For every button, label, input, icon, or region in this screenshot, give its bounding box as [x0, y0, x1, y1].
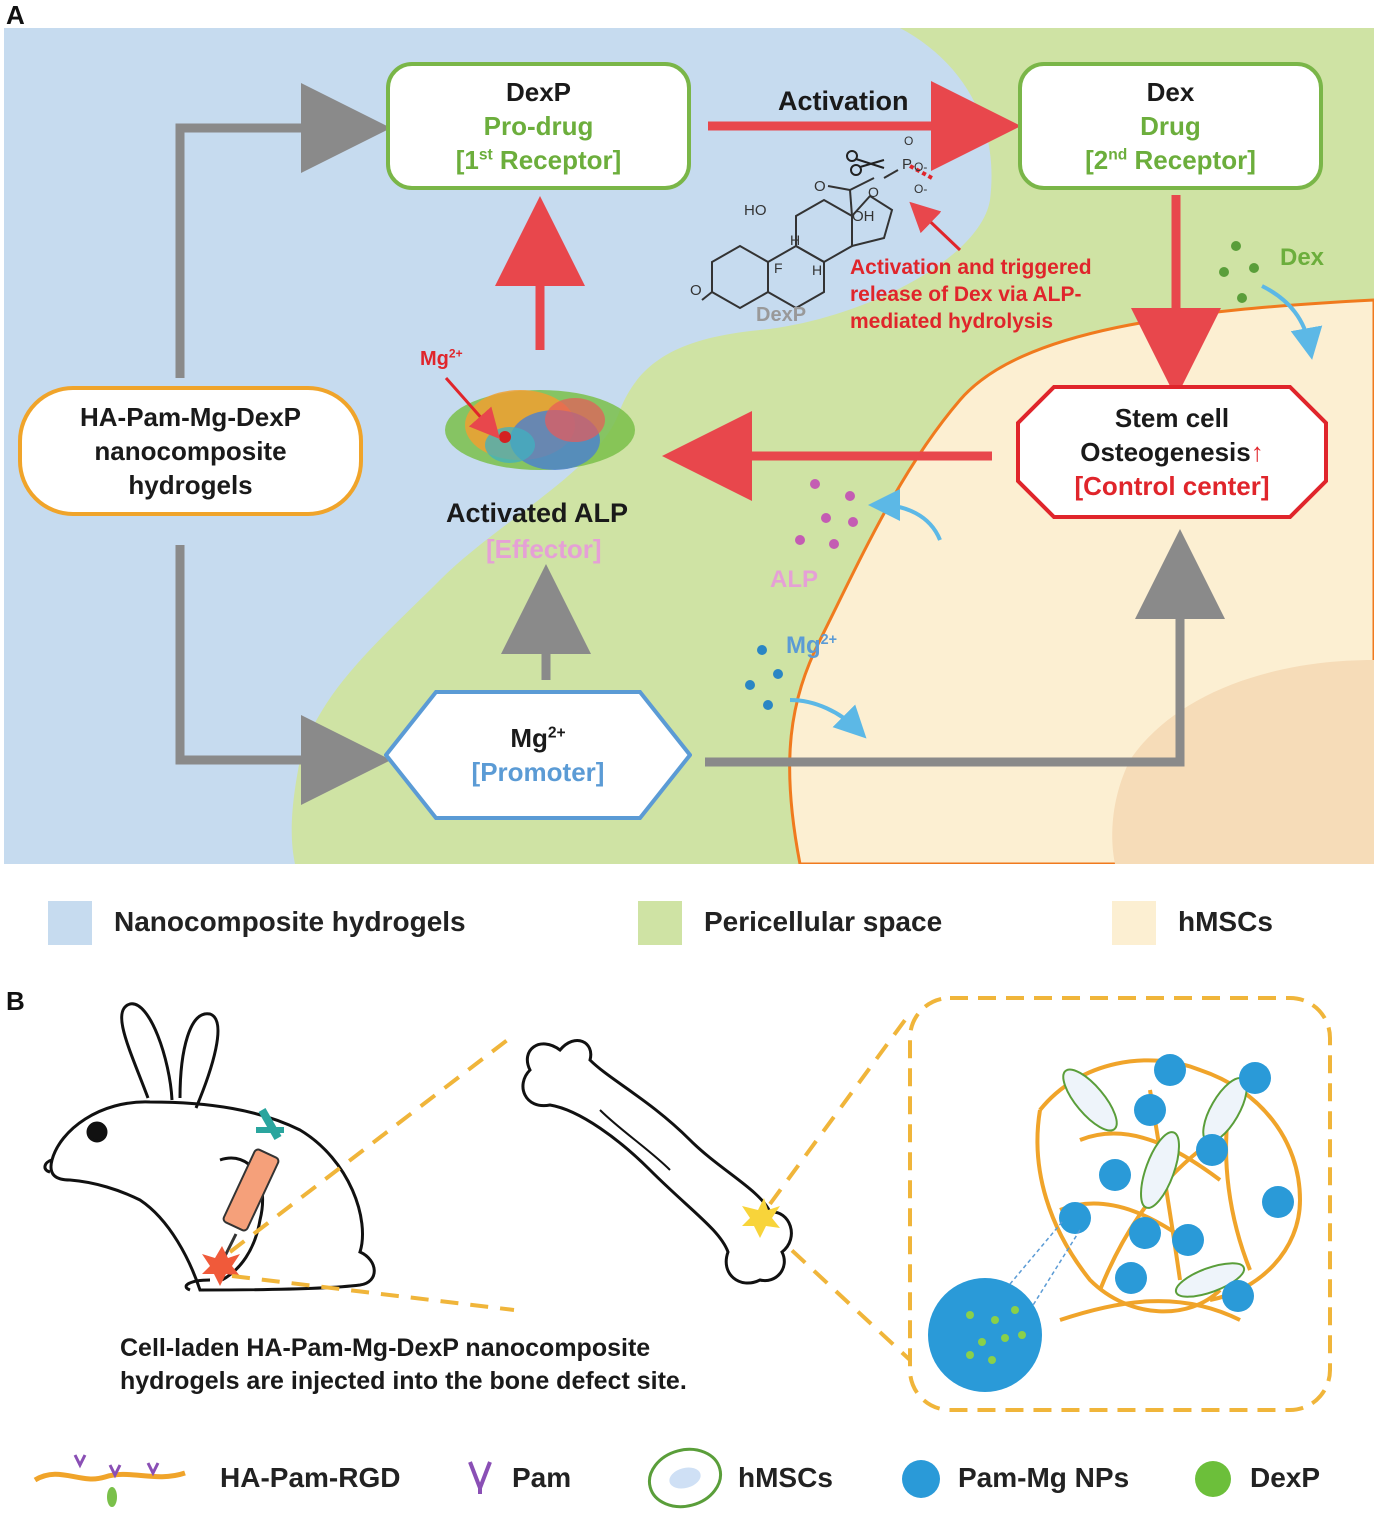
mol-o-minus2: O- — [914, 182, 928, 196]
stem-cell-line-1: Stem cell — [1114, 403, 1230, 433]
dexp-box-role: [1st Receptor] — [455, 145, 622, 175]
hydrogel-box-line-3: hydrogels — [128, 470, 253, 500]
nanoparticle-icon — [902, 1460, 940, 1498]
pam-icon — [468, 1461, 492, 1494]
dex-particles-label: Dex — [1280, 244, 1325, 271]
hydrogel-box-line-2: nanocomposite — [94, 436, 287, 466]
activated-alp-label: Activated ALP — [446, 498, 629, 528]
panel-b-caption: Cell-laden HA-Pam-Mg-DexP nanocomposite … — [120, 1332, 687, 1398]
dexp-box-subtitle: Pro-drug — [483, 111, 594, 141]
mol-ho: HO — [744, 202, 767, 219]
legend-label-hmsc: hMSCs — [1178, 906, 1273, 937]
zoom-lines — [228, 1018, 912, 1362]
nucleus-region — [1112, 660, 1374, 864]
annotation-line-2: release of Dex via ALP- — [850, 283, 1082, 306]
promoter-role: [Promoter] — [471, 757, 605, 787]
hydrogel-box-line-1: HA-Pam-Mg-DexP — [79, 402, 302, 432]
cell-icons — [1062, 1068, 1248, 1298]
dex-box: Dex Drug [2nd Receptor] — [1018, 62, 1323, 190]
alp-particles-label: ALP — [770, 566, 818, 593]
legend-label-hydrogel: Nanocomposite hydrogels — [114, 906, 466, 937]
mol-h1: H — [790, 232, 801, 248]
dex-particles — [1219, 241, 1323, 360]
cell-icon — [647, 1447, 723, 1509]
dexp-dots-icon — [966, 1306, 1026, 1364]
annotation-line-1: Activation and triggered — [850, 256, 1092, 279]
arrow-hydrogel-to-mg — [175, 545, 391, 805]
mol-f: F — [774, 260, 783, 276]
caption-line-1: Cell-laden HA-Pam-Mg-DexP nanocomposite — [120, 1334, 651, 1362]
dexp-box-title: DexP — [505, 77, 572, 107]
legend-swatch-hydrogel — [48, 901, 92, 945]
legend-label-hmscs: hMSCs — [738, 1462, 833, 1493]
arrow-mg-to-stemcell — [705, 529, 1225, 767]
dex-box-title: Dex — [1146, 77, 1195, 107]
legend-label-pam: Pam — [512, 1462, 572, 1493]
dex-box-subtitle: Drug — [1140, 111, 1201, 141]
zoom-box — [908, 996, 1332, 1412]
legend-swatch-pericellular — [638, 901, 682, 945]
alp-mg-label: Mg2+ — [420, 346, 463, 370]
activation-label: Activation — [778, 86, 909, 116]
scissors-icon — [846, 150, 885, 176]
mol-o-minus1: O- — [914, 160, 928, 174]
panel-a-label: A — [6, 0, 25, 30]
legend-swatch-hmsc — [1112, 901, 1156, 945]
alp-protein-icon — [445, 390, 635, 470]
annotation-line-3: mediated hydrolysis — [850, 310, 1054, 333]
mol-o-ester: O — [868, 184, 879, 200]
dexp-dot-icon — [1195, 1461, 1231, 1497]
stem-cell-box: Stem cell Osteogenesis↑ [Control center] — [1016, 385, 1328, 519]
zoom-line-2 — [1029, 1229, 1081, 1311]
promoter-hexagon — [384, 690, 692, 820]
mol-o-double: O — [904, 134, 914, 148]
mol-oh: OH — [852, 208, 875, 225]
panel-b-label: B — [6, 986, 25, 1016]
mol-o-ketone: O — [690, 282, 702, 299]
injection-site-icon — [202, 1246, 240, 1286]
mol-p: P — [902, 156, 913, 173]
hydrogel-box: HA-Pam-Mg-DexP nanocomposite hydrogels — [18, 386, 363, 516]
stem-cell-line-3: [Control center] — [1074, 471, 1270, 501]
dexp-molecule-icon — [701, 164, 933, 310]
legend-label-pericellular: Pericellular space — [704, 906, 943, 937]
alp-particles — [795, 479, 942, 549]
dex-box-role: [2nd Receptor] — [1085, 145, 1256, 175]
stem-cell-line-2: Osteogenesis↑ — [1080, 437, 1264, 467]
panel-b-illustration — [43, 996, 1332, 1412]
mol-o-side: O — [814, 178, 826, 195]
promoter-title: Mg2+ — [510, 723, 566, 753]
rabbit-icon — [43, 1002, 376, 1292]
dexp-molecule-label: DexP — [756, 304, 807, 326]
dexp-box: DexP Pro-drug [1st Receptor] — [386, 62, 691, 190]
activation-annotation: Activation and triggered release of Dex … — [850, 254, 1092, 335]
bone-icon — [521, 1039, 793, 1285]
bone-defect-icon — [742, 1198, 780, 1238]
nanoparticle-icons — [1059, 1054, 1294, 1312]
up-arrow-icon: ↑ — [1250, 437, 1264, 467]
mg-particles-label: Mg2+ — [786, 632, 838, 659]
stem-cell-octagon — [1016, 385, 1328, 519]
legend-label-dexp: DexP — [1250, 1462, 1321, 1493]
syringe-icon — [220, 1108, 284, 1263]
annotation-pointer-arrow — [909, 201, 962, 252]
legend-label-ha-pam-rgd: HA-Pam-RGD — [220, 1462, 401, 1493]
effector-label: [Effector] — [486, 534, 602, 564]
zoom-line-1 — [1004, 1221, 1063, 1291]
polymer-chain-icon — [33, 1454, 186, 1507]
caption-line-2: hydrogels are injected into the bone def… — [120, 1367, 687, 1395]
mol-h2: H — [812, 262, 823, 278]
mg-particles — [745, 645, 867, 739]
legend-label-pam-mg-nps: Pam-Mg NPs — [958, 1462, 1130, 1493]
mg-pointer-arrow — [444, 377, 500, 439]
arrow-hydrogel-to-dexp — [175, 83, 391, 378]
promoter-box: Mg2+ [Promoter] — [384, 690, 692, 820]
